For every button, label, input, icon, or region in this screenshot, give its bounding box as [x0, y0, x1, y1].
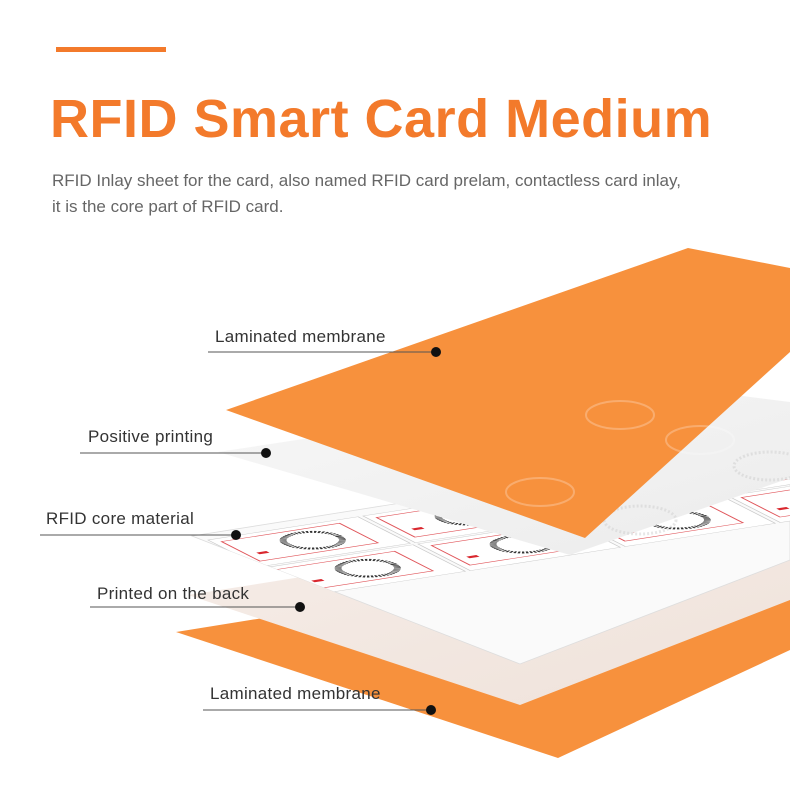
label-bottom-membrane: Laminated membrane: [210, 684, 381, 703]
leader-dot-core-material: [231, 530, 241, 540]
page-title: RFID Smart Card Medium: [50, 89, 713, 149]
description-line-1: RFID Inlay sheet for the card, also name…: [52, 171, 681, 190]
description-line-2: it is the core part of RFID card.: [52, 197, 284, 216]
inlay-cell: [207, 516, 412, 567]
leader-dot-positive-printing: [261, 448, 271, 458]
accent-bar: [56, 47, 166, 52]
label-top-membrane: Laminated membrane: [215, 327, 386, 346]
page-description: RFID Inlay sheet for the card, also name…: [52, 168, 752, 220]
leader-lines: [40, 351, 436, 711]
leader-dot-back-printing: [295, 602, 305, 612]
label-positive-printing: Positive printing: [88, 427, 214, 446]
top-membrane-layer: [226, 248, 790, 538]
membrane-faint-rings: [505, 400, 735, 507]
inlay-cell: [727, 472, 790, 523]
leader-dot-top-membrane: [431, 347, 441, 357]
leader-dot-bottom-membrane: [426, 705, 436, 715]
label-back-printing: Printed on the back: [97, 584, 250, 603]
label-core-material: RFID core material: [46, 509, 195, 528]
